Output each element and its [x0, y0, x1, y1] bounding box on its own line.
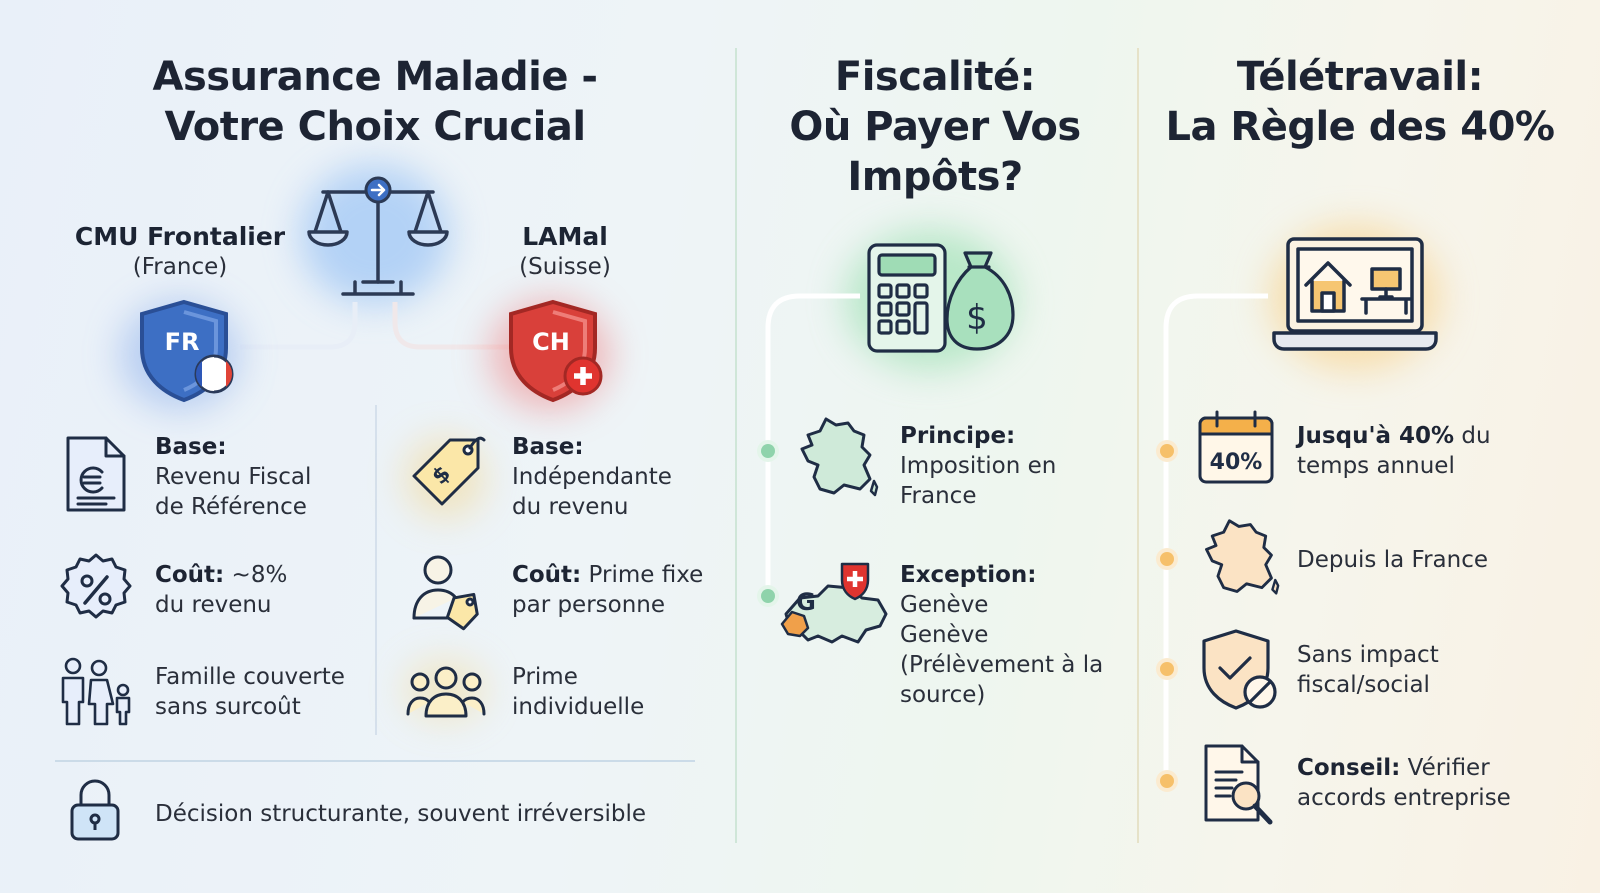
remote-item-4: Conseil: Vérifier accords entreprise — [1297, 753, 1577, 813]
tax-principle-line1: Imposition en — [900, 453, 1057, 479]
health-footer-text: Décision structurante, souvent irréversi… — [155, 801, 646, 827]
remote-item-1-line2: temps annuel — [1297, 453, 1455, 479]
fr-item-3-text2: sans surcoût — [155, 694, 301, 720]
remote-item-1: Jusqu'à 40% du temps annuel — [1297, 421, 1567, 481]
divider-right — [1137, 48, 1139, 843]
fr-item-2-text2: du revenu — [155, 592, 272, 618]
document-search-icon — [1204, 744, 1273, 825]
fr-item-1-text2: de Référence — [155, 494, 307, 520]
timeline-dot-2 — [1160, 552, 1174, 566]
fr-label: CMU Frontalier (France) — [60, 222, 300, 282]
tax-title-line2: Où Payer Vos — [789, 104, 1081, 150]
fr-name: CMU Frontalier — [74, 222, 286, 251]
remote-title: Télétravail: La Règle des 40% — [1150, 52, 1570, 152]
remote-timeline — [1163, 293, 1268, 772]
fr-item-1: Base: Revenu Fiscal de Référence — [155, 432, 365, 522]
fr-item-2: Coût: ~8% du revenu — [155, 560, 365, 620]
balance-scale-icon — [307, 176, 449, 296]
svg-text:$: $ — [966, 298, 988, 338]
timeline-dot-exception — [761, 589, 775, 603]
health-title-line2: Votre Choix Crucial — [164, 104, 586, 150]
remote-item-3: Sans impact fiscal/social — [1297, 640, 1567, 700]
fr-item-1-label: Base: — [155, 434, 227, 460]
tax-title-line3: Impôts? — [847, 154, 1023, 200]
lock-icon — [70, 779, 120, 841]
remote-item-4-bold: Conseil: — [1297, 755, 1401, 781]
fr-badge-text: FR — [165, 328, 200, 356]
fr-item-2-text1: ~8% — [224, 562, 288, 588]
remote-item-3-line2: fiscal/social — [1297, 672, 1430, 698]
tax-exception-line2: Genève — [900, 622, 989, 648]
fr-item-2-label: Coût: — [155, 562, 225, 588]
calendar-value: 40% — [1210, 450, 1263, 475]
ch-item-1-label: Base: — [512, 434, 584, 460]
tax-principle: Principe: Imposition en France — [900, 421, 1120, 511]
fr-country: (France) — [132, 254, 228, 280]
percent-badge-icon — [60, 553, 132, 619]
tax-principle-line2: France — [900, 483, 977, 509]
divider-left — [735, 48, 737, 843]
shield-check-forbidden-icon — [1202, 629, 1277, 710]
ch-item-3: Prime individuelle — [512, 662, 712, 722]
remote-item-3-line1: Sans impact — [1297, 642, 1439, 668]
ch-item-1-text1: Indépendante — [512, 464, 672, 490]
ch-item-2-text1: Prime fixe — [581, 562, 704, 588]
timeline-dot-principle — [761, 444, 775, 458]
ch-label: LAMal (Suisse) — [475, 222, 655, 282]
timeline-dot-4 — [1160, 774, 1174, 788]
tax-principle-label: Principe: — [900, 423, 1016, 449]
tax-exception-label: Exception: — [900, 562, 1037, 588]
health-footer-divider — [55, 760, 695, 762]
fr-item-1-text1: Revenu Fiscal — [155, 464, 312, 490]
group-icon — [406, 666, 486, 718]
laptop-home-office-icon — [1272, 237, 1438, 351]
health-connector-lines — [240, 302, 520, 350]
fr-item-3: Famille couverte sans surcoût — [155, 662, 375, 722]
france-map-small-icon — [1205, 519, 1280, 595]
health-inner-divider — [375, 405, 377, 735]
health-title-line1: Assurance Maladie - — [152, 54, 598, 100]
switzerland-geneva-map-icon: G — [780, 562, 888, 644]
fr-item-3-text1: Famille couverte — [155, 664, 345, 690]
remote-title-line2: La Règle des 40% — [1165, 104, 1555, 150]
remote-item-1-bold: Jusqu'à 40% — [1297, 423, 1455, 449]
family-icon — [61, 657, 131, 726]
remote-item-4-rest: Vérifier — [1400, 755, 1490, 781]
timeline-dot-1 — [1160, 444, 1174, 458]
calculator-money-icon: $ — [867, 243, 1015, 353]
ch-item-1-text2: du revenu — [512, 494, 629, 520]
ch-item-2-text2: par personne — [512, 592, 666, 618]
ch-item-3-text2: individuelle — [512, 694, 645, 720]
ch-item-2: Coût: Prime fixe par personne — [512, 560, 732, 620]
health-title: Assurance Maladie - Votre Choix Crucial — [80, 52, 670, 152]
remote-item-1-rest: du — [1454, 423, 1491, 449]
euro-document-icon — [66, 436, 126, 512]
calendar-icon: 40% — [1198, 410, 1274, 484]
tax-exception-line4: source) — [900, 682, 986, 708]
tax-title-line1: Fiscalité: — [834, 54, 1036, 100]
remote-title-line1: Télétravail: — [1236, 54, 1484, 100]
ch-item-1: Base: Indépendante du revenu — [512, 432, 722, 522]
ch-item-2-label: Coût: — [512, 562, 582, 588]
ch-shield-icon: CH — [509, 299, 603, 403]
map-letter: G — [796, 588, 816, 616]
tax-exception-line1: Genève — [900, 592, 989, 618]
tax-exception-line3: (Prélèvement à la — [900, 652, 1104, 678]
tax-exception: Exception: Genève Genève (Prélèvement à … — [900, 560, 1130, 710]
ch-name: LAMal — [522, 222, 608, 251]
france-map-icon — [800, 417, 879, 497]
remote-item-2: Depuis la France — [1297, 547, 1488, 573]
tax-title: Fiscalité: Où Payer Vos Impôts? — [755, 52, 1115, 202]
remote-item-4-line2: accords entreprise — [1297, 785, 1511, 811]
ch-country: (Suisse) — [519, 254, 611, 280]
price-tag-icon: $ — [412, 436, 486, 506]
person-tag-icon — [412, 555, 479, 631]
tax-timeline — [765, 293, 860, 592]
ch-badge-text: CH — [532, 328, 570, 356]
ch-item-3-text1: Prime — [512, 664, 578, 690]
timeline-dot-3 — [1160, 662, 1174, 676]
fr-shield-icon: FR — [140, 299, 234, 403]
